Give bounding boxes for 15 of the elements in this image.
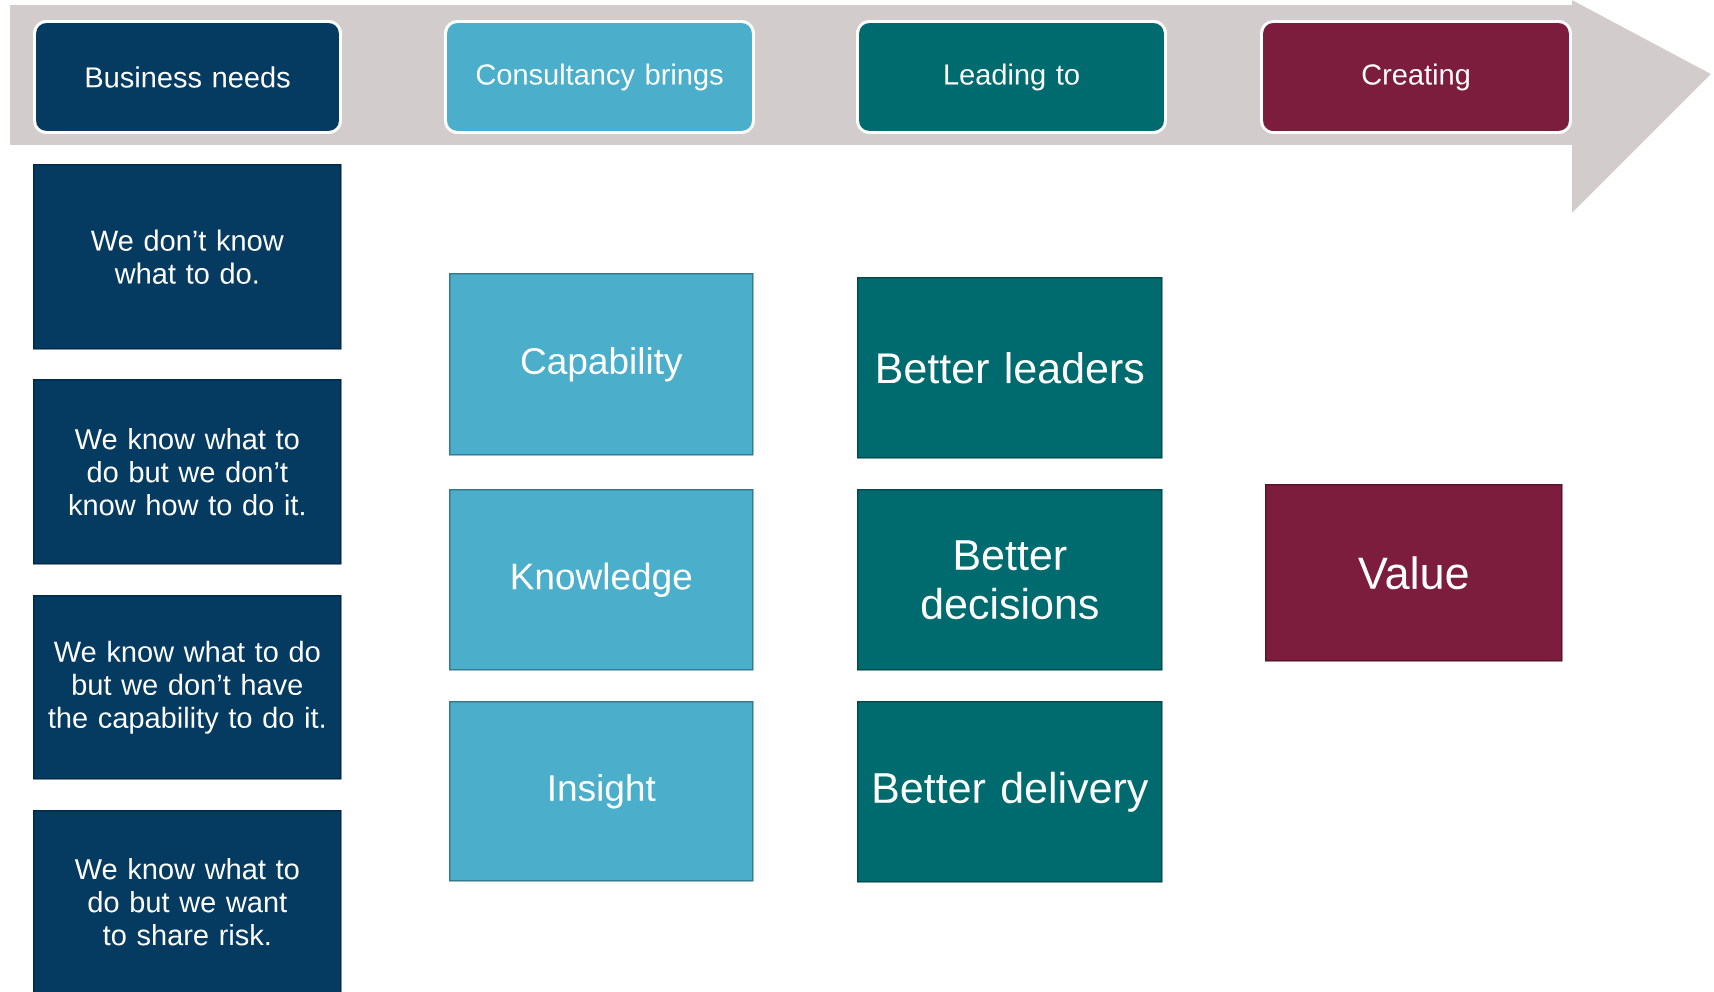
offer-box: Knowledge <box>449 489 754 671</box>
header-box: Consultancy brings <box>444 20 755 134</box>
need-box: We know what to do but we want to share risk. <box>33 810 342 992</box>
need-box: We know what to do but we don’t know how to do it. <box>33 379 342 565</box>
outcome-box: Better decisions <box>857 489 1163 671</box>
outcome-box: Better delivery <box>857 701 1163 883</box>
header-box: Business needs <box>33 20 342 134</box>
outcome-box: Better leaders <box>857 277 1163 459</box>
offer-box: Insight <box>449 701 754 882</box>
value-box: Value <box>1265 484 1563 662</box>
header-box: Leading to <box>856 20 1167 134</box>
offer-box: Capability <box>449 273 754 456</box>
need-box: We know what to do but we don’t have the capability to do it. <box>33 595 342 780</box>
header-box: Creating <box>1260 20 1572 134</box>
need-box: We don’t know what to do. <box>33 164 342 350</box>
